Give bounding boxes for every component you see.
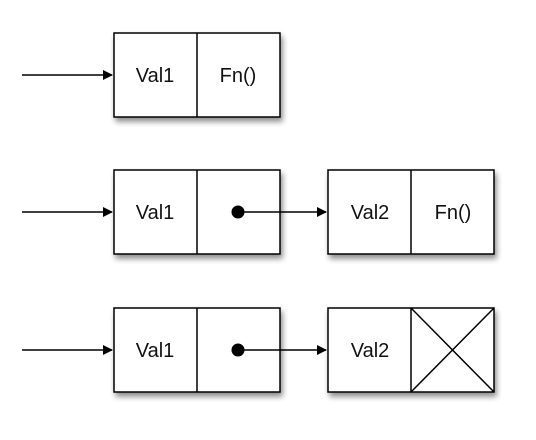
row-2: Val1 Val2 Fn() — [22, 169, 495, 255]
function-label: Fn() — [220, 65, 257, 87]
value-label: Val1 — [136, 202, 175, 224]
value-label: Val1 — [136, 340, 175, 362]
row-3: Val1 Val2 — [22, 307, 495, 393]
function-label: Fn() — [435, 202, 472, 224]
value-label: Val1 — [136, 65, 175, 87]
nil-cross-line — [410, 307, 495, 393]
row-1: Val1 Fn() — [22, 32, 281, 118]
value-label: Val2 — [351, 202, 390, 224]
value-label: Val2 — [351, 340, 390, 362]
